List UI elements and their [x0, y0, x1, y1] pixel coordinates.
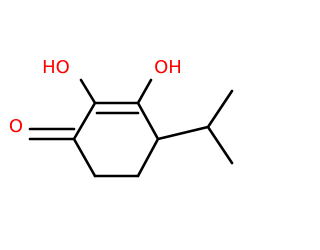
bond-isopropyl-methyl-down: [206, 125, 234, 165]
bond-c5-c6: [72, 137, 97, 178]
atom-label-hydroxyl-left-text: HO: [42, 57, 70, 78]
molecule-structure: HO OH O: [9, 57, 234, 178]
bond-c2-oh-right: [136, 78, 153, 105]
bond-c3-isopropyl: [156, 125, 210, 141]
bond-isopropyl-methyl-up: [206, 89, 234, 129]
bond-c6-c1: [72, 101, 97, 141]
bond-c3-c4: [136, 137, 160, 178]
bond-c2-c3: [136, 101, 160, 141]
bond-c1-oh-left: [79, 78, 97, 105]
atom-label-hydroxyl-right: OH: [154, 57, 182, 78]
atom-label-ketone-oxygen-text: O: [9, 116, 23, 137]
atom-label-hydroxyl-right-text: OH: [154, 57, 182, 78]
atom-label-hydroxyl-left: HO: [42, 57, 70, 78]
atom-label-ketone-oxygen: O: [9, 116, 23, 137]
